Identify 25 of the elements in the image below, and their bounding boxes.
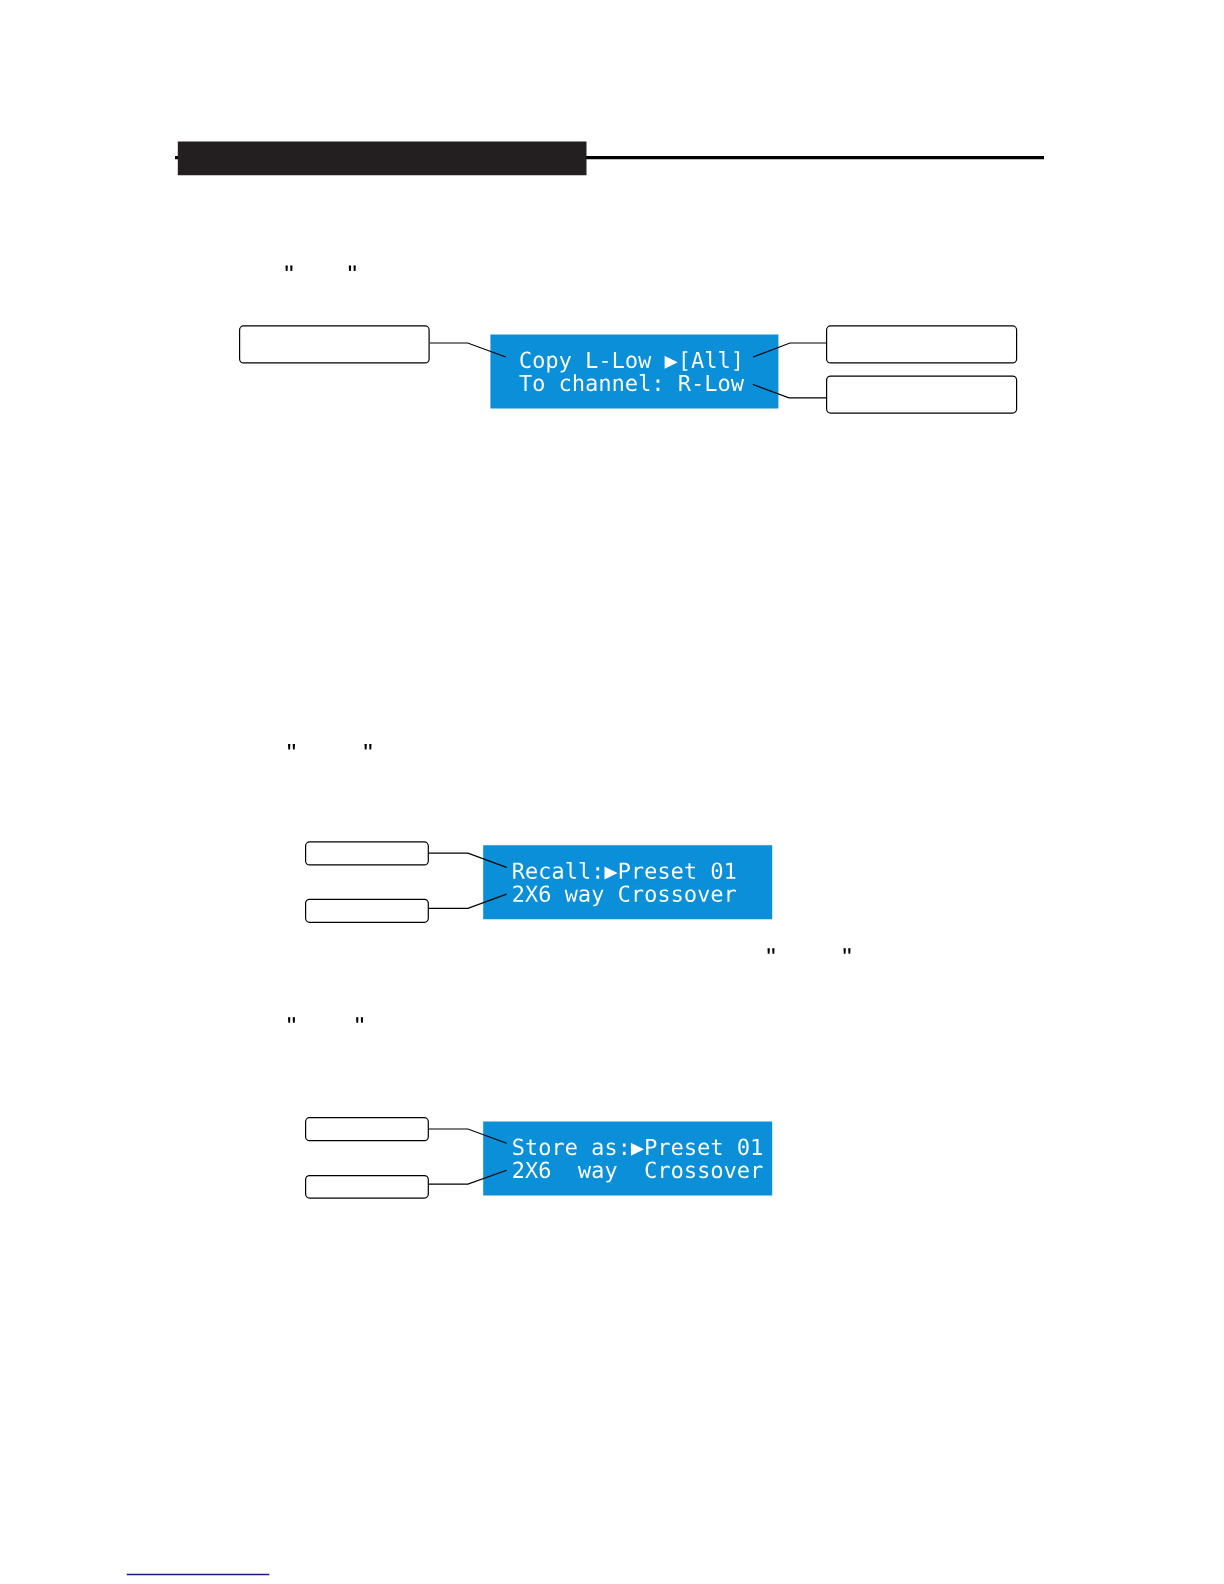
callout-box xyxy=(305,1117,429,1142)
leader-line xyxy=(429,342,507,358)
callout-box xyxy=(305,1175,429,1199)
quote-mark: " xyxy=(288,743,295,750)
quote-mark: " xyxy=(288,1017,295,1023)
quote-mark: " xyxy=(843,948,851,954)
leader-line xyxy=(428,893,508,909)
leader-line xyxy=(428,1128,508,1144)
leader-line xyxy=(752,342,827,358)
callout-box xyxy=(239,325,430,364)
lcd-display: Store as:▶Preset 01 2X6 way Crossover xyxy=(483,1121,773,1196)
callout-box xyxy=(826,325,1018,364)
quote-mark: " xyxy=(285,265,293,272)
callout-box xyxy=(305,898,429,923)
quote-mark: " xyxy=(348,265,356,272)
quote-mark: " xyxy=(364,743,372,750)
leader-line xyxy=(428,1169,508,1185)
lcd-display: Copy L-Low ▶[All] To channel: R-Low xyxy=(490,334,779,409)
callout-box xyxy=(826,375,1018,414)
leader-line xyxy=(428,852,508,868)
quote-mark: " xyxy=(356,1017,364,1023)
lcd-display: Recall:▶Preset 01 2X6 way Crossover xyxy=(483,845,773,920)
quote-mark: " xyxy=(767,948,775,954)
callout-box xyxy=(305,841,429,866)
leader-line xyxy=(752,383,827,399)
